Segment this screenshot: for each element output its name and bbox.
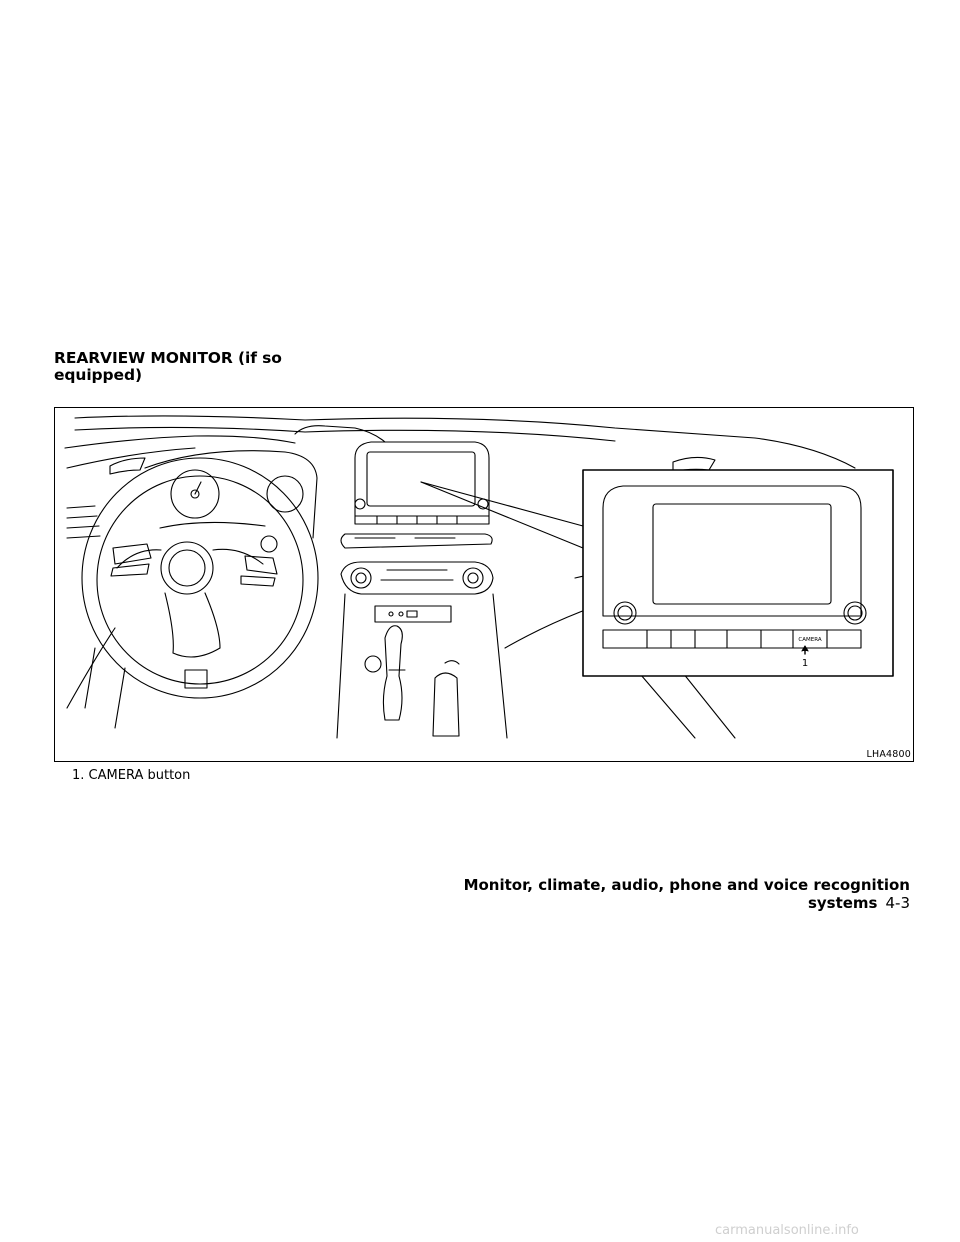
- dashboard-illustration: CAMERA 1 LHA4800: [54, 407, 914, 762]
- camera-button-inset: [582, 469, 894, 677]
- caption-number: 1.: [72, 768, 85, 783]
- section-heading-line1: REARVIEW MONITOR (if so: [54, 349, 282, 367]
- dashboard-line-art: [64, 415, 894, 739]
- figure-caption: 1. CAMERA button: [72, 768, 190, 783]
- section-heading: REARVIEW MONITOR (if so equipped): [54, 350, 314, 384]
- figure-code: LHA4800: [866, 749, 911, 760]
- watermark-text: carmanualsonline.info: [715, 1223, 859, 1238]
- page-footer: Monitor, climate, audio, phone and voice…: [420, 876, 910, 912]
- section-heading-line2: equipped): [54, 366, 142, 384]
- caption-text: CAMERA button: [88, 768, 191, 783]
- chapter-title: Monitor, climate, audio, phone and voice…: [463, 876, 910, 912]
- page-number: 4-3: [885, 894, 911, 912]
